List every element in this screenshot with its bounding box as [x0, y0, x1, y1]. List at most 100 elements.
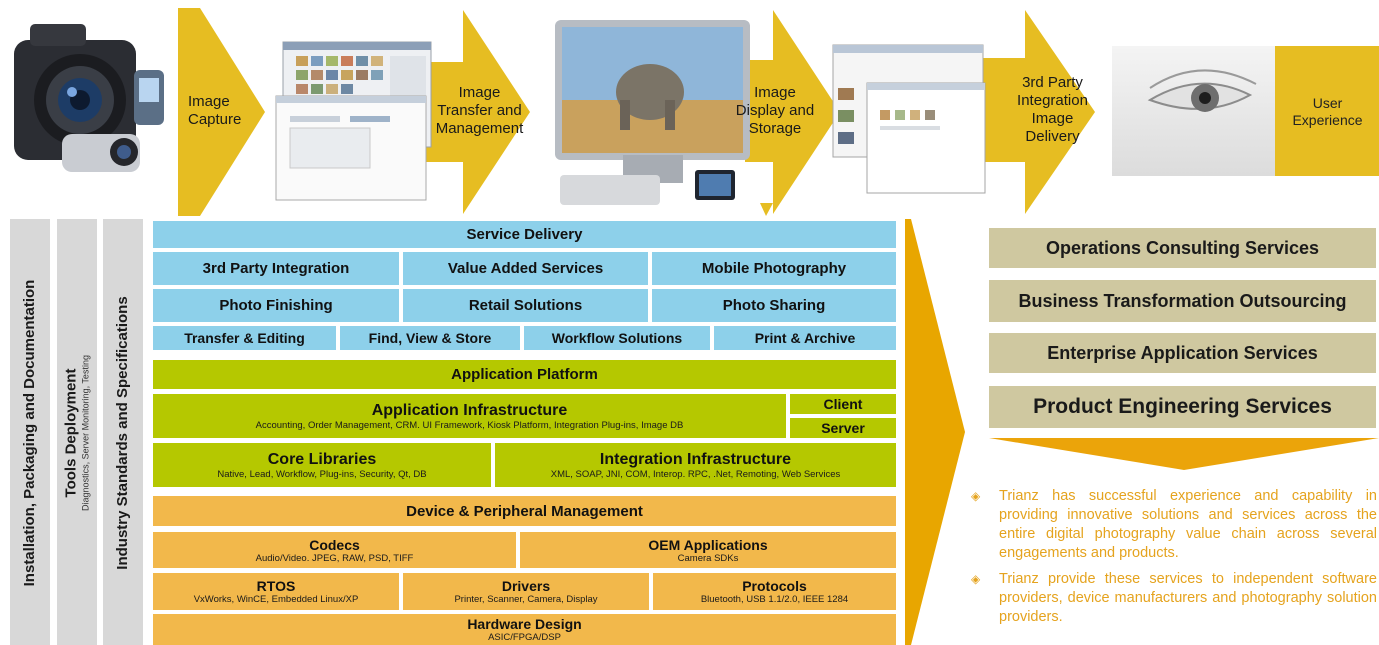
- stage-experience-line1: User: [1312, 95, 1343, 111]
- chain-arrow-3-tail: [760, 203, 773, 216]
- bullet-text: Trianz has successful experience and cap…: [999, 488, 1377, 561]
- service-delivery-title: Service Delivery: [466, 226, 583, 243]
- monitor-display-image: [555, 20, 750, 205]
- sd-cell: Retail Solutions: [403, 289, 648, 322]
- services-down-arrow: [989, 438, 1379, 470]
- stage-integration-line1: 3rd Party: [1022, 74, 1083, 91]
- sd-cell: Workflow Solutions: [524, 326, 710, 350]
- service-business-transformation: Business Transformation Outsourcing: [989, 280, 1376, 322]
- chain-arrow-2: [425, 10, 530, 214]
- chain-arrow-4: [965, 10, 1095, 214]
- service-operations-consulting: Operations Consulting Services: [989, 228, 1376, 268]
- stage-transfer-line3: Management: [435, 120, 524, 137]
- photo-management-image: [275, 41, 432, 201]
- sd-photo-sharing: Photo Sharing: [722, 297, 826, 314]
- stage-integration-line3: Image: [1031, 110, 1074, 127]
- stage-experience-line2: Experience: [1292, 112, 1363, 128]
- sd-photo-finishing: Photo Finishing: [219, 297, 333, 314]
- stage-display-line3: Storage: [748, 120, 802, 137]
- sd-workflow-solutions: Workflow Solutions: [551, 330, 683, 346]
- core-libraries-sub: Native, Lead, Workflow, Plug-ins, Securi…: [217, 468, 427, 480]
- service-delivery-header: Service Delivery: [153, 221, 896, 248]
- codecs-box: Codecs Audio/Video. JPEG, RAW, PSD, TIFF: [153, 532, 516, 568]
- sd-cell: Transfer & Editing: [153, 326, 336, 350]
- application-platform-header: Application Platform: [153, 360, 896, 389]
- stage-transfer-line1: Image: [458, 84, 501, 101]
- sd-cell: Mobile Photography: [652, 252, 896, 285]
- server-box: Server: [790, 418, 896, 438]
- hardware-design-title: Hardware Design: [467, 616, 582, 632]
- bullet-icon: ◈: [971, 489, 981, 503]
- integration-infrastructure-title: Integration Infrastructure: [599, 450, 792, 468]
- sd-mobile-photography: Mobile Photography: [701, 260, 847, 277]
- service-label: Enterprise Application Services: [1047, 342, 1318, 363]
- sd-cell: Photo Sharing: [652, 289, 896, 322]
- application-infrastructure-sub: Accounting, Order Management, CRM. UI Fr…: [255, 419, 684, 431]
- sd-retail-solutions: Retail Solutions: [468, 297, 583, 314]
- sd-cell: Value Added Services: [403, 252, 648, 285]
- device-management-title: Device & Peripheral Management: [406, 502, 643, 520]
- value-chain-graphic: [14, 8, 1379, 216]
- oem-applications-sub: Camera SDKs: [677, 552, 739, 564]
- core-libraries-title: Core Libraries: [267, 450, 377, 468]
- drivers-title: Drivers: [501, 578, 551, 594]
- sd-cell: Find, View & Store: [340, 326, 520, 350]
- stage-display-line1: Image: [754, 84, 796, 101]
- oem-applications-box: OEM Applications Camera SDKs: [520, 532, 896, 568]
- rtos-box: RTOS VxWorks, WinCE, Embedded Linux/XP: [153, 573, 399, 610]
- core-libraries-box: Core Libraries Native, Lead, Workflow, P…: [153, 443, 491, 487]
- oem-applications-title: OEM Applications: [648, 536, 768, 553]
- tools-deployment-label: Tools Deployment: [62, 368, 80, 497]
- sd-value-added-services: Value Added Services: [447, 260, 604, 277]
- integration-infrastructure-sub: XML, SOAP, JNI, COM, Interop. RPC, .Net,…: [550, 468, 841, 480]
- client-box: Client: [790, 394, 896, 414]
- stage-capture-line2: Capture: [188, 111, 242, 128]
- bullet-item: ◈ Trianz provide these services to indepe…: [971, 570, 1377, 627]
- bullet-item: ◈ Trianz has successful experience and ca…: [971, 487, 1377, 563]
- service-product-engineering: Product Engineering Services: [989, 386, 1376, 428]
- codecs-title: Codecs: [309, 536, 360, 553]
- web-screens-image: [832, 44, 986, 194]
- bullet-text: Trianz provide these services to indepen…: [999, 571, 1377, 625]
- protocols-box: Protocols Bluetooth, USB 1.1/2.0, IEEE 1…: [653, 573, 896, 610]
- application-platform-title: Application Platform: [451, 366, 598, 383]
- application-infrastructure-title: Application Infrastructure: [371, 401, 568, 419]
- bullet-icon: ◈: [971, 572, 981, 586]
- drivers-sub: Printer, Scanner, Camera, Display: [454, 594, 598, 605]
- sd-transfer-editing: Transfer & Editing: [184, 330, 305, 346]
- stage-integration-line4: Delivery: [1025, 128, 1080, 145]
- chain-arrow-5: [1275, 46, 1379, 176]
- server-label: Server: [821, 420, 865, 436]
- sd-cell: Print & Archive: [714, 326, 896, 350]
- camera-devices-image: [14, 24, 164, 172]
- rtos-sub: VxWorks, WinCE, Embedded Linux/XP: [193, 594, 359, 605]
- stage-capture-line1: Image: [188, 93, 230, 110]
- chain-arrow-1: [178, 8, 265, 216]
- sd-print-archive: Print & Archive: [754, 330, 856, 346]
- service-label: Product Engineering Services: [1033, 395, 1332, 418]
- tools-deployment-bar: Tools Deployment Diagnostics, Server Mon…: [57, 219, 97, 645]
- tools-deployment-sub: Diagnostics, Server Monitoring, Testing: [80, 354, 91, 511]
- application-infrastructure-box: Application Infrastructure Accounting, O…: [153, 394, 786, 438]
- standards-bar: Industry Standards and Specifications: [103, 219, 143, 645]
- service-label: Operations Consulting Services: [1045, 237, 1320, 258]
- service-enterprise-application: Enterprise Application Services: [989, 333, 1376, 373]
- chain-arrow-3: [745, 10, 840, 214]
- sd-cell: Photo Finishing: [153, 289, 399, 322]
- sd-cell: 3rd Party Integration: [153, 252, 399, 285]
- standards-label: Industry Standards and Specifications: [114, 295, 131, 570]
- codecs-sub: Audio/Video. JPEG, RAW, PSD, TIFF: [255, 552, 414, 564]
- integration-infrastructure-box: Integration Infrastructure XML, SOAP, JN…: [495, 443, 896, 487]
- stage-display-line2: Display and: [735, 102, 815, 119]
- stage-transfer-line2: Transfer and: [437, 102, 522, 119]
- eye-image: [1112, 46, 1275, 176]
- protocols-sub: Bluetooth, USB 1.1/2.0, IEEE 1284: [700, 594, 849, 605]
- client-label: Client: [823, 396, 863, 412]
- service-label: Business Transformation Outsourcing: [1018, 290, 1347, 311]
- installation-bar: Installation, Packaging and Documentatio…: [10, 219, 50, 645]
- stage-integration-line2: Integration: [1017, 92, 1088, 109]
